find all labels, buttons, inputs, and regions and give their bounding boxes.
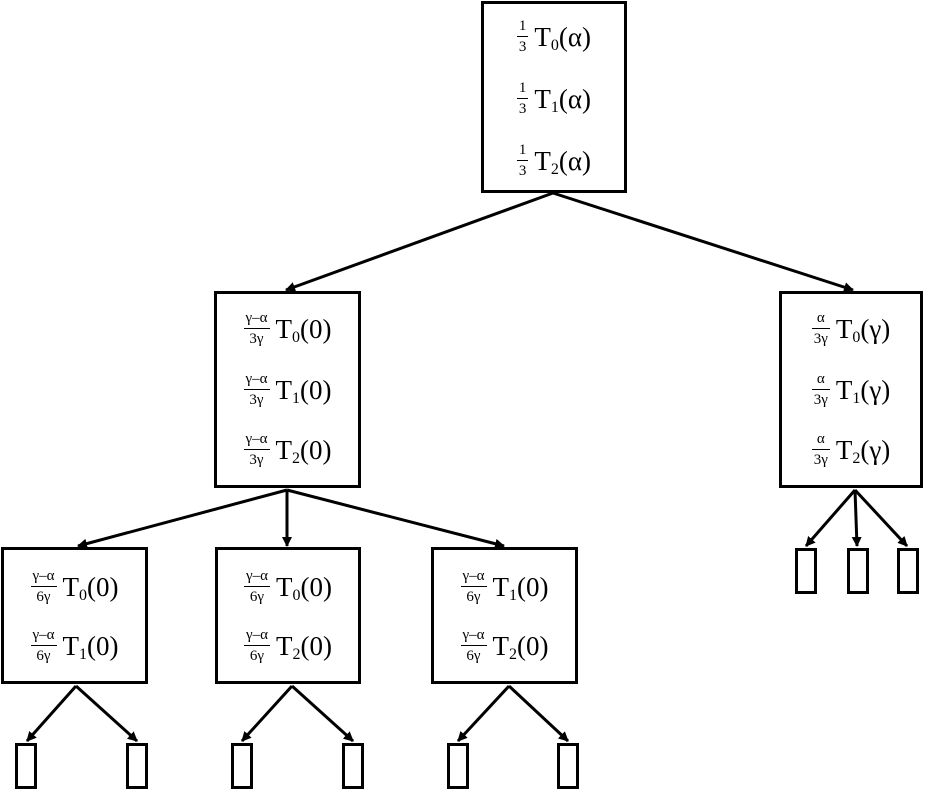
edge-mid-left-to-bottom-1 xyxy=(77,488,288,549)
term-function: T1(0) xyxy=(492,571,549,604)
term-function: T2(0) xyxy=(492,630,549,663)
edge-mid-right-to-leaf-1 xyxy=(804,489,857,547)
term-function: T2(α) xyxy=(534,145,592,178)
edge-mid-left-to-bottom-3 xyxy=(286,488,505,549)
term-function: T0(γ) xyxy=(835,313,891,346)
term-function: T2(γ) xyxy=(835,434,891,467)
edge-bottom-2-to-leaf-2 xyxy=(290,684,355,743)
term-function: T0(0) xyxy=(276,571,332,604)
edge-bottom-3-to-leaf-2 xyxy=(507,684,570,743)
leaf-box-bottom-2-1 xyxy=(231,743,253,789)
leaf-box-bottom-3-1 xyxy=(447,743,469,789)
edge-bottom-3-to-leaf-1 xyxy=(456,684,511,743)
term-function: T1(0) xyxy=(275,374,332,407)
leaf-box-bottom-1-1 xyxy=(15,743,37,789)
edge-bottom-2-to-leaf-1 xyxy=(240,684,294,743)
leaf-box-mid-right-1 xyxy=(795,548,817,594)
term-function: T0(α) xyxy=(534,21,592,54)
term-function: T0(0) xyxy=(62,571,119,604)
leaf-box-bottom-3-2 xyxy=(557,743,579,789)
leaf-box-mid-right-2 xyxy=(847,548,869,594)
edge-root-to-mid-right xyxy=(552,191,854,292)
edge-bottom-1-to-leaf-1 xyxy=(25,685,78,742)
edge-mid-right-to-leaf-3 xyxy=(853,488,909,548)
term-function: T0(0) xyxy=(275,313,332,346)
term-function: T1(0) xyxy=(62,630,119,663)
term-function: T1(α) xyxy=(534,83,592,116)
leaf-box-bottom-1-2 xyxy=(126,743,148,789)
edge-root-to-mid-left xyxy=(285,191,554,292)
term-function: T1(γ) xyxy=(835,374,891,407)
edge-bottom-1-to-leaf-2 xyxy=(74,684,139,743)
leaf-box-mid-right-3 xyxy=(897,548,919,594)
edge-mid-right-to-leaf-2 xyxy=(851,489,862,547)
leaf-box-bottom-2-2 xyxy=(342,743,364,789)
term-function: T2(0) xyxy=(275,434,332,467)
term-function: T2(0) xyxy=(276,630,332,663)
